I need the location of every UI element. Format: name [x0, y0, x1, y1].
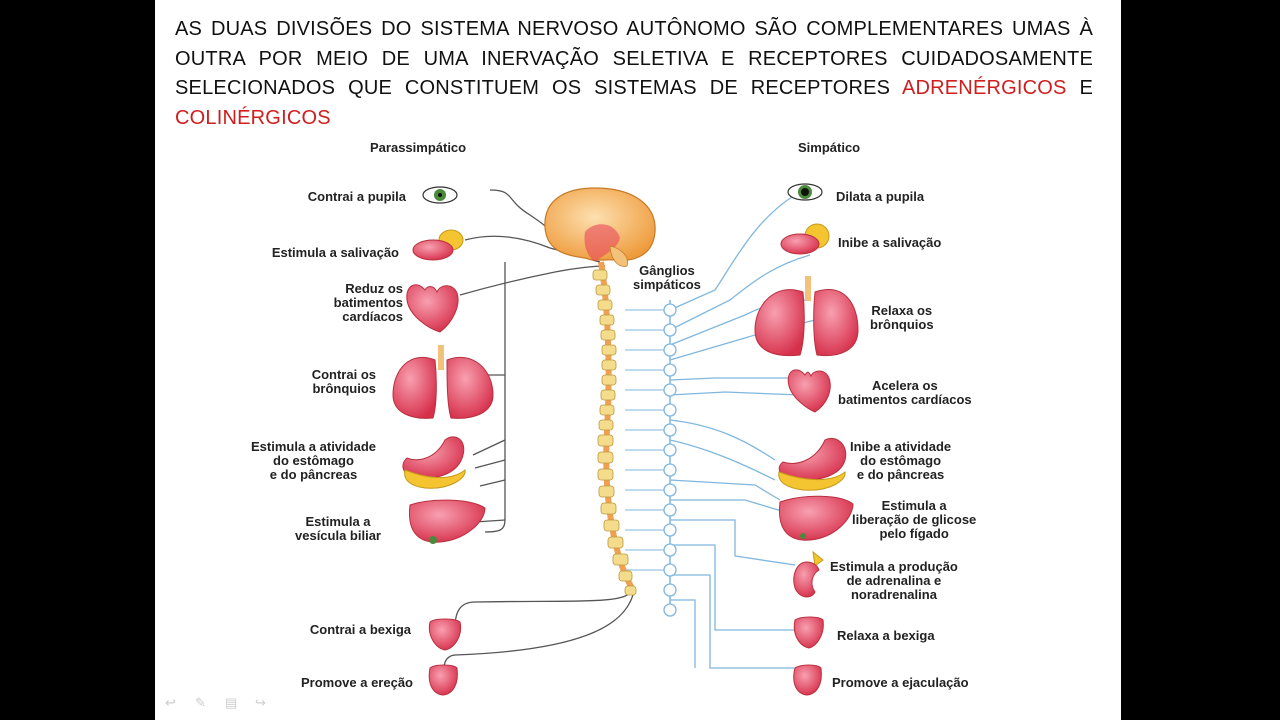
- slideshow-toolbar: ↩ ✎ ▤ ↪: [165, 696, 271, 710]
- symp-label-ejaculation: Promove a ejaculação: [832, 675, 969, 690]
- para-lungs-icon: [392, 345, 494, 419]
- symp-label-pupil: Dilata a pupila: [836, 189, 925, 204]
- para-label-heart: Reduz os batimentos cardíacos: [333, 281, 403, 324]
- symp-stomach-pancreas-icon: [778, 438, 847, 491]
- para-bladder-icon: [428, 618, 462, 651]
- symp-lungs-icon: [754, 276, 859, 357]
- next-slide-icon[interactable]: ↪: [255, 695, 266, 710]
- para-eye-icon: [422, 186, 458, 204]
- sympathetic-ganglia-chain: [625, 300, 677, 617]
- para-label-bronchi: Contrai os brônquios: [311, 367, 376, 396]
- para-label-pupil: Contrai a pupila: [307, 189, 406, 204]
- symp-label-bladder: Relaxa a bexiga: [837, 628, 935, 643]
- para-salivary-gland-icon: [412, 229, 464, 261]
- slide-heading: AS DUAS DIVISÕES DO SISTEMA NERVOSO AUTÔ…: [175, 15, 1093, 133]
- symp-label-stomach: Inibe a atividade do estômago e do pâncr…: [850, 439, 952, 482]
- heading-text: AS DUAS DIVISÕES DO SISTEMA NERVOSO AUTÔ…: [175, 18, 1093, 99]
- symp-adrenal-kidney-icon: [793, 550, 824, 598]
- para-label-gallbladder: Estimula a vesícula biliar: [295, 514, 381, 543]
- brain-icon: [544, 187, 656, 267]
- menu-icon[interactable]: ▤: [225, 695, 238, 710]
- symp-label-heart: Acelera os batimentos cardíacos: [838, 378, 972, 407]
- para-label-bladder: Contrai a bexiga: [309, 622, 411, 637]
- symp-heart-icon: [787, 369, 831, 413]
- ganglia-label: Gânglios simpáticos: [633, 263, 701, 292]
- symp-salivary-gland-icon: [780, 223, 830, 255]
- pen-icon[interactable]: ✎: [195, 695, 206, 710]
- heading-highlight-cholinergic: COLINÉRGICOS: [175, 106, 331, 129]
- symp-genitals-icon: [793, 664, 822, 696]
- symp-eye-icon: [787, 183, 823, 201]
- para-label-erection: Promove a ereção: [300, 675, 413, 690]
- para-label-salivation: Estimula a salivação: [271, 245, 399, 260]
- slide: AS DUAS DIVISÕES DO SISTEMA NERVOSO AUTÔ…: [155, 0, 1121, 720]
- para-gallbladder-liver-icon: [408, 499, 486, 544]
- symp-label-adrenal: Estimula a produção de adrenalina e nora…: [830, 559, 958, 602]
- symp-label-liver: Estimula a liberação de glicose pelo fíg…: [852, 498, 977, 541]
- previous-slide-icon[interactable]: ↩: [165, 695, 176, 710]
- autonomic-nervous-system-diagram: [392, 183, 859, 696]
- para-genitals-icon: [428, 664, 458, 696]
- para-stomach-pancreas-icon: [402, 436, 466, 489]
- para-label-stomach: Estimula a atividade do estômago e do pâ…: [251, 439, 376, 482]
- symp-label-salivation: Inibe a salivação: [838, 235, 942, 250]
- spinal-cord: [592, 261, 637, 596]
- heading-highlight-adrenergic: ADRENÉRGICOS: [901, 77, 1067, 99]
- para-heart-icon: [406, 284, 459, 333]
- heading-joiner: E: [1066, 77, 1093, 99]
- symp-liver-icon: [778, 495, 854, 541]
- parasympathetic-title: Parassimpático: [370, 140, 467, 155]
- sympathetic-title: Simpático: [798, 140, 861, 155]
- parasympathetic-nerves: [443, 189, 634, 679]
- symp-label-bronchi: Relaxa os brônquios: [870, 303, 934, 332]
- symp-bladder-icon: [793, 616, 824, 649]
